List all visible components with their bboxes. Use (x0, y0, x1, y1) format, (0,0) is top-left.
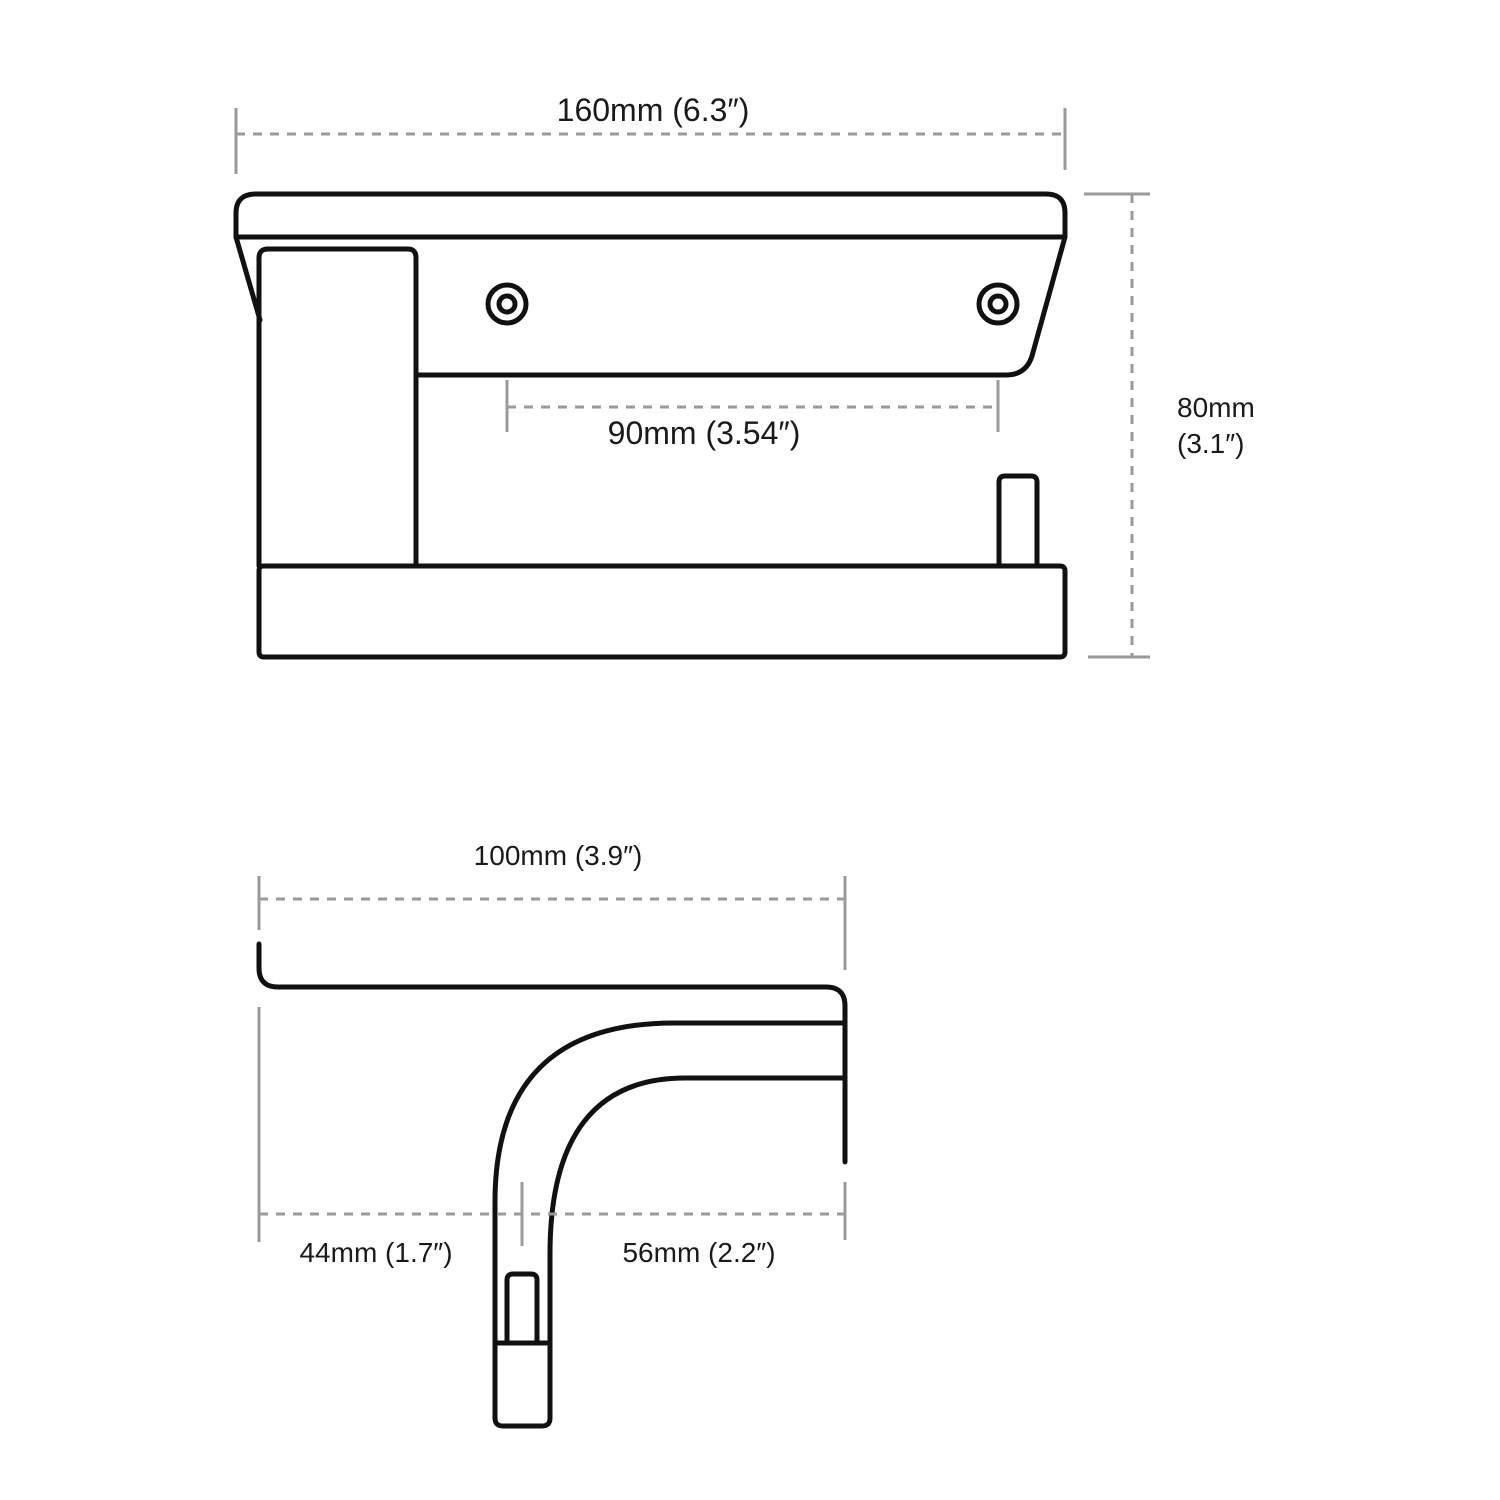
retaining-pin (996, 473, 1040, 569)
width-dimension (234, 108, 1067, 174)
mounting-bracket (233, 234, 1068, 378)
arm-outer-curve (492, 1020, 848, 1429)
screw-right-icon (976, 282, 1020, 326)
depth-label: 100mm (3.9″) (474, 840, 643, 871)
top-plate (233, 191, 1068, 240)
side-pin (504, 1271, 540, 1346)
height-dimension (1084, 192, 1150, 659)
width-label: 160mm (6.3″) (557, 92, 750, 128)
height-label-line1: 80mm (1177, 392, 1255, 423)
height-label-line2: (3.1″) (1177, 428, 1244, 459)
side-view: 100mm (3.9″) 44mm (1.7″) 56mm (2.2″) (256, 840, 848, 1429)
offset-dimension (257, 1007, 847, 1246)
front-view: 160mm (6.3″) 90mm (3.54″) 80mm (3.1″) (233, 92, 1255, 660)
screw-spacing-label: 90mm (3.54″) (608, 415, 801, 451)
screw-left-icon (485, 282, 529, 326)
bottom-base (256, 563, 1068, 660)
right-offset-label: 56mm (2.2″) (622, 1237, 775, 1268)
screw-spacing-dimension (505, 380, 1000, 432)
left-block (256, 246, 419, 569)
side-top-plate (256, 941, 848, 1165)
left-offset-label: 44mm (1.7″) (299, 1237, 452, 1268)
depth-dimension (257, 876, 847, 970)
